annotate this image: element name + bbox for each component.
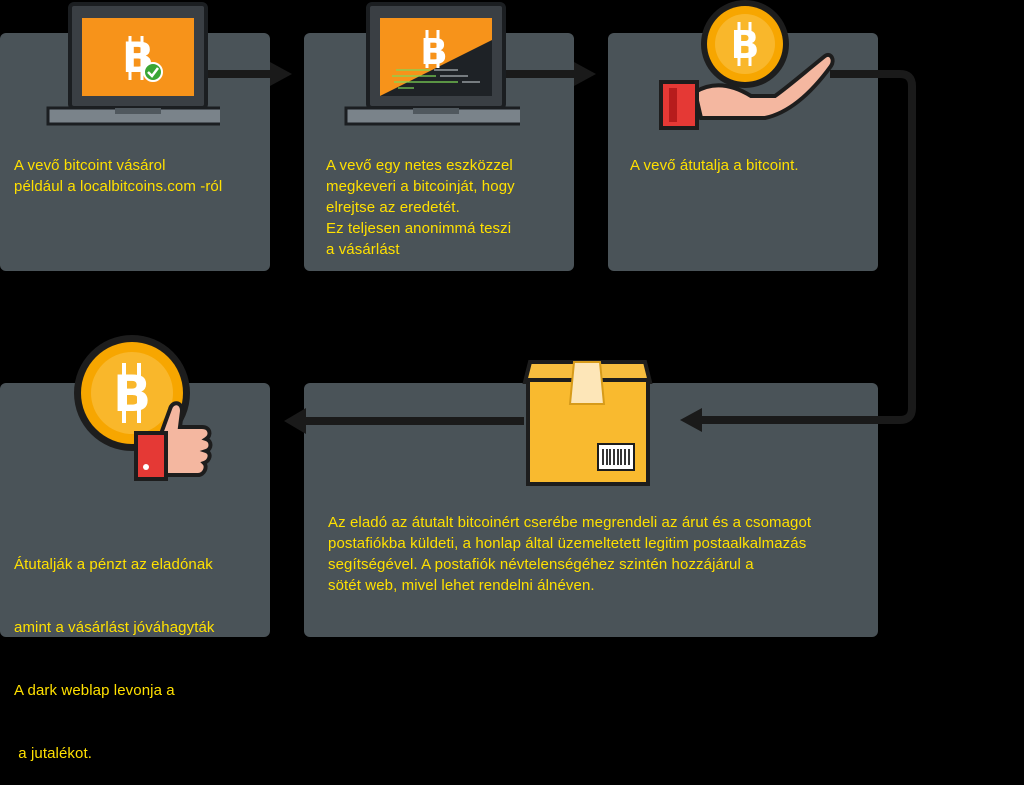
step-3-line-1: A vevő átutalja a bitcoint. xyxy=(630,157,799,174)
step-5-line-3: A dark weblap levonja a xyxy=(14,682,175,699)
step-2-text: A vevő egy netes eszközzel megkeveri a b… xyxy=(326,155,571,260)
step-5-text: Átutalják a pénzt az eladónak amint a vá… xyxy=(14,512,264,785)
step-5-line-4: a jutalékot. xyxy=(14,745,93,762)
step-1-text: A vevő bitcoint vásárol például a localb… xyxy=(14,155,264,197)
arrow-1-to-2 xyxy=(200,62,292,86)
package-box-icon xyxy=(520,352,655,492)
step-4-line-3: segítségével. A postafiók névtelenségéhe… xyxy=(328,556,754,573)
svg-text:B: B xyxy=(113,365,151,423)
thumbs-up-bitcoin-icon: B xyxy=(62,335,222,485)
step-1-line-2: például a localbitcoins.com -ról xyxy=(14,178,223,195)
step-2-line-1: A vevő egy netes eszközzel xyxy=(326,157,513,174)
arrow-4-to-5 xyxy=(284,408,524,434)
step-4-line-1: Az eladó az átutalt bitcoinért cserébe m… xyxy=(328,514,812,531)
step-2-line-2: megkeveri a bitcoinját, hogy xyxy=(326,178,515,195)
step-1-line-1: A vevő bitcoint vásárol xyxy=(14,157,166,174)
step-5-line-1: Átutalják a pénzt az eladónak xyxy=(14,556,213,573)
step-2-line-3: elrejtse az eredetét. xyxy=(326,199,460,216)
step-5-line-2: amint a vásárlást jóváhagyták xyxy=(14,619,215,636)
arrow-3-to-4 xyxy=(700,70,916,424)
step-2-line-4: Ez teljesen anonimmá teszi xyxy=(326,220,512,237)
laptop-bitcoin-checkmark-icon: B xyxy=(40,0,220,135)
hand-holding-bitcoin-icon: B xyxy=(655,0,835,135)
step-4-line-4: sötét web, mivel lehet rendelni álnéven. xyxy=(328,577,595,594)
step-4-line-2: postafiókba küldeti, a honlap által üzem… xyxy=(328,535,807,552)
arrow-2-to-3 xyxy=(500,62,596,86)
svg-text:B: B xyxy=(420,32,447,73)
laptop-bitcoin-code-icon: B xyxy=(340,0,520,135)
flow-arrows xyxy=(200,62,916,434)
step-4-text: Az eladó az átutalt bitcoinért cserébe m… xyxy=(328,512,873,596)
svg-text:B: B xyxy=(731,23,760,67)
step-2-line-5: a vásárlást xyxy=(326,241,400,258)
step-3-text: A vevő átutalja a bitcoint. xyxy=(630,155,870,176)
